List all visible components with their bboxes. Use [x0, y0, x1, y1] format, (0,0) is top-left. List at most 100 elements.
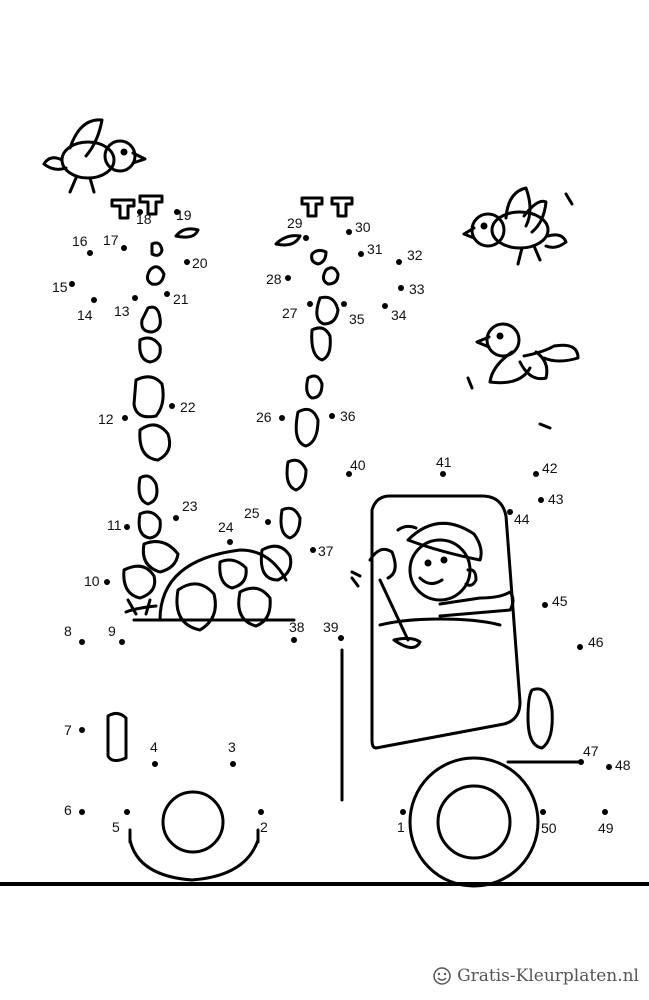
dot-number: 14 [77, 307, 93, 323]
dot-26: 26 [256, 409, 285, 425]
dot-number: 10 [84, 573, 100, 589]
dot-marker [279, 415, 285, 421]
dot-9: 9 [108, 623, 125, 645]
dot-number: 43 [548, 491, 564, 507]
dot-number: 11 [107, 517, 122, 533]
dot-marker [346, 229, 352, 235]
dot-marker [174, 209, 180, 215]
dot-number: 1 [397, 819, 405, 835]
dot-23: 23 [173, 498, 198, 521]
dot-number: 45 [552, 593, 568, 609]
dot-number: 47 [583, 743, 599, 759]
smiley-icon [433, 967, 451, 985]
dot-marker [382, 303, 388, 309]
dot-50: 50 [540, 809, 557, 836]
dot-12: 12 [98, 411, 128, 427]
dot-number: 20 [192, 255, 208, 271]
dot-marker [400, 809, 406, 815]
dot-5: 5 [112, 809, 130, 835]
dot-marker [310, 547, 316, 553]
dot-45: 45 [542, 593, 568, 609]
dot-number: 49 [598, 820, 614, 836]
dot-number: 26 [256, 409, 272, 425]
dot-marker [173, 515, 179, 521]
dot-32: 32 [396, 247, 423, 265]
dot-43: 43 [538, 491, 564, 507]
dot-number: 2 [260, 819, 268, 835]
dot-marker [398, 285, 404, 291]
dot-number: 46 [588, 634, 604, 650]
dot-27: 27 [282, 301, 313, 321]
dot-3: 3 [228, 739, 236, 767]
dot-20: 20 [184, 255, 208, 271]
dot-marker [79, 727, 85, 733]
dot-31: 31 [358, 241, 383, 257]
dot-marker [329, 413, 335, 419]
dot-marker [606, 764, 612, 770]
dot-number: 5 [112, 819, 120, 835]
dot-30: 30 [346, 219, 371, 235]
dot-14: 14 [77, 297, 97, 323]
dot-number: 36 [340, 408, 356, 424]
rear-wheel [128, 790, 260, 882]
dot-marker [533, 471, 539, 477]
dot-25: 25 [244, 505, 271, 525]
dot-18: 18 [136, 209, 152, 227]
flower-stones-right [259, 196, 354, 582]
dot-marker [577, 644, 583, 650]
dot-46: 46 [577, 634, 604, 650]
dot-marker [124, 809, 130, 815]
bird-mid-right [466, 322, 580, 430]
dot-number: 4 [150, 739, 158, 755]
dot-number: 13 [114, 303, 130, 319]
dot-number: 35 [349, 311, 365, 327]
dot-marker [341, 301, 347, 307]
dot-marker [230, 761, 236, 767]
dot-number: 21 [173, 291, 189, 307]
dot-number: 16 [72, 233, 88, 249]
dot-marker [285, 275, 291, 281]
dot-number: 22 [180, 399, 196, 415]
dot-marker [79, 809, 85, 815]
dot-number: 41 [436, 454, 452, 470]
dot-22: 22 [169, 399, 196, 415]
dot-number: 27 [282, 305, 298, 321]
dot-marker [303, 235, 309, 241]
dot-number: 9 [108, 623, 116, 639]
driver [350, 521, 515, 642]
dot-number: 6 [64, 802, 72, 818]
dot-marker [164, 291, 170, 297]
front-wheel [408, 756, 540, 888]
dot-marker [69, 281, 75, 287]
dot-1: 1 [397, 809, 406, 835]
dot-number: 33 [409, 281, 425, 297]
dot-19: 19 [174, 207, 192, 223]
dot-number: 30 [355, 219, 371, 235]
dot-marker [87, 250, 93, 256]
dot-number: 7 [64, 722, 72, 738]
dot-marker [184, 259, 190, 265]
dot-marker [137, 209, 143, 215]
dot-number: 31 [367, 241, 383, 257]
dot-marker [227, 539, 233, 545]
truck-cab [340, 494, 582, 802]
dot-marker [338, 635, 344, 641]
dot-number: 37 [318, 543, 334, 559]
dot-marker [507, 509, 513, 515]
dot-29: 29 [287, 215, 309, 241]
dot-marker [291, 637, 297, 643]
dot-35: 35 [341, 301, 365, 327]
dot-marker [440, 471, 446, 477]
dot-28: 28 [266, 271, 291, 287]
dot-number: 44 [514, 511, 530, 527]
dot-marker [542, 602, 548, 608]
dot-number: 28 [266, 271, 282, 287]
dot-49: 49 [598, 809, 614, 836]
dot-21: 21 [164, 291, 189, 307]
dot-number: 15 [52, 279, 68, 295]
dot-marker [121, 245, 127, 251]
dot-39: 39 [323, 619, 344, 641]
dot-marker [119, 639, 125, 645]
